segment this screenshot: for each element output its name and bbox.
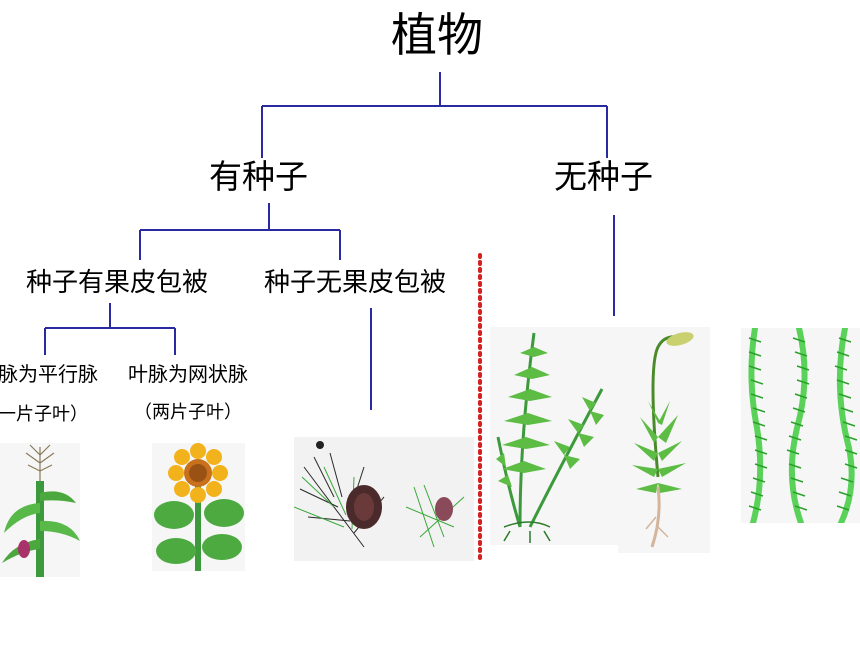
- root-label: 植物: [391, 8, 483, 62]
- one-cotyledon-label: 一片子叶）: [0, 404, 88, 425]
- algae-image: [741, 328, 860, 523]
- two-cotyledons-label: （两片子叶）: [134, 402, 242, 423]
- gymnosperm-label: 种子无果皮包被: [264, 268, 447, 298]
- net-veins-label: 叶脉为网状脉: [128, 362, 248, 386]
- without-seed-label: 无种子: [554, 157, 653, 196]
- parallel-veins-label: 脉为平行脉: [0, 362, 98, 386]
- pine-branch-image: [294, 437, 474, 561]
- moss-image: [618, 327, 710, 553]
- sunflower-image: [152, 443, 245, 571]
- angiosperm-label: 种子有果皮包被: [26, 268, 209, 298]
- with-seed-label: 有种子: [209, 157, 308, 196]
- corn-plant-image: [0, 443, 80, 577]
- fern-image: [490, 327, 620, 545]
